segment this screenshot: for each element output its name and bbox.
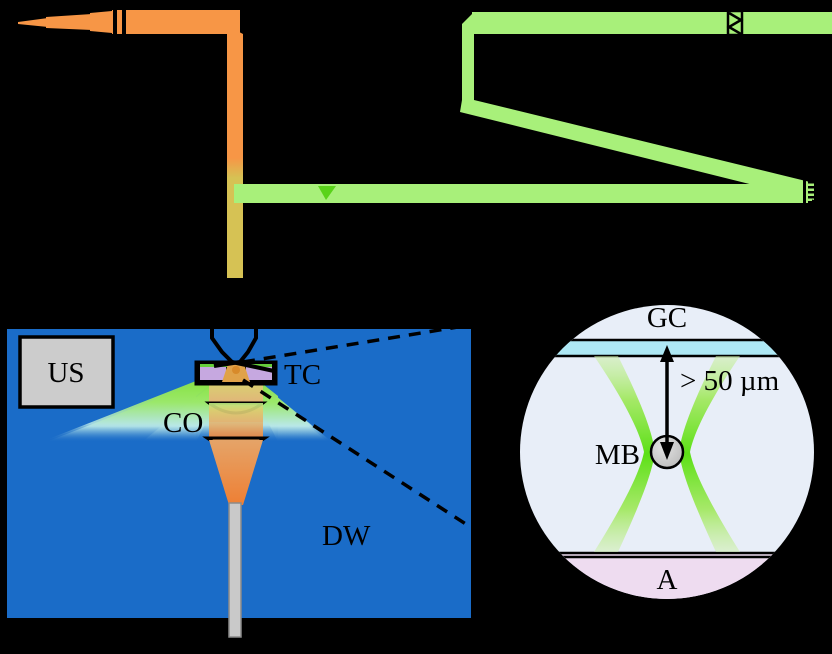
orange-beam-elbow — [216, 10, 240, 34]
pipette-needle-2 — [213, 360, 241, 368]
orange-beam-taper-2 — [90, 11, 112, 33]
callout-line-lower — [242, 378, 473, 530]
orange-beam-vertical-edge — [227, 28, 241, 278]
standoff-arrow-head-up — [660, 345, 674, 362]
green-beam-path — [234, 9, 832, 206]
focus-cone — [209, 440, 263, 505]
tc-microbubble-marker — [232, 366, 240, 374]
standoff-arrow-head-down — [660, 442, 674, 460]
orange-beam-tip — [18, 18, 48, 27]
beam-break-mark-2 — [122, 8, 126, 36]
us-box-label: US — [47, 357, 84, 389]
zoom-inset: GC MB A > 50 µm — [517, 302, 817, 602]
degassed-water-label: DW — [322, 520, 371, 552]
green-beam-fiber-ferrule — [803, 180, 817, 206]
green-beam-bottom-horizontal — [234, 184, 812, 203]
laser-beam-left-lobe — [594, 356, 655, 552]
optical-column — [202, 374, 270, 638]
condenser-objective-label: CO — [163, 407, 203, 439]
orange-beam-path — [18, 8, 243, 278]
objective-barrel-middle — [209, 403, 263, 437]
pipette-assembly — [210, 300, 275, 373]
orange-beam-taper-1 — [46, 14, 92, 30]
ultrasound-source-box: US — [18, 335, 115, 409]
tc-electrode-left — [200, 366, 226, 380]
pipette-right-body — [238, 300, 258, 364]
laser-beam-right-lobe — [679, 356, 740, 552]
orange-beam-horizontal — [112, 10, 240, 34]
callout-lines — [242, 323, 473, 530]
probe-rod — [228, 502, 242, 638]
green-beam-break-zigzag-inner — [726, 11, 744, 36]
green-beam-diagonal — [460, 100, 814, 200]
standoff-distance-label: > 50 µm — [680, 365, 780, 397]
beam-break-mark-1 — [113, 8, 117, 36]
green-beam-left-vertical — [462, 24, 474, 107]
us-box-rect — [18, 335, 115, 409]
green-beam-top-horizontal — [472, 12, 832, 34]
callout-line-upper — [242, 323, 471, 364]
tc-label: TC — [284, 359, 321, 391]
acoustic-cone-left-wing — [46, 370, 232, 442]
pipette-left-body — [210, 300, 234, 364]
inset-mb-label: MB — [595, 439, 640, 471]
inset-a-label: A — [657, 564, 678, 596]
inset-gc-label: GC — [647, 302, 687, 334]
green-beam-direction-marker — [318, 186, 336, 200]
